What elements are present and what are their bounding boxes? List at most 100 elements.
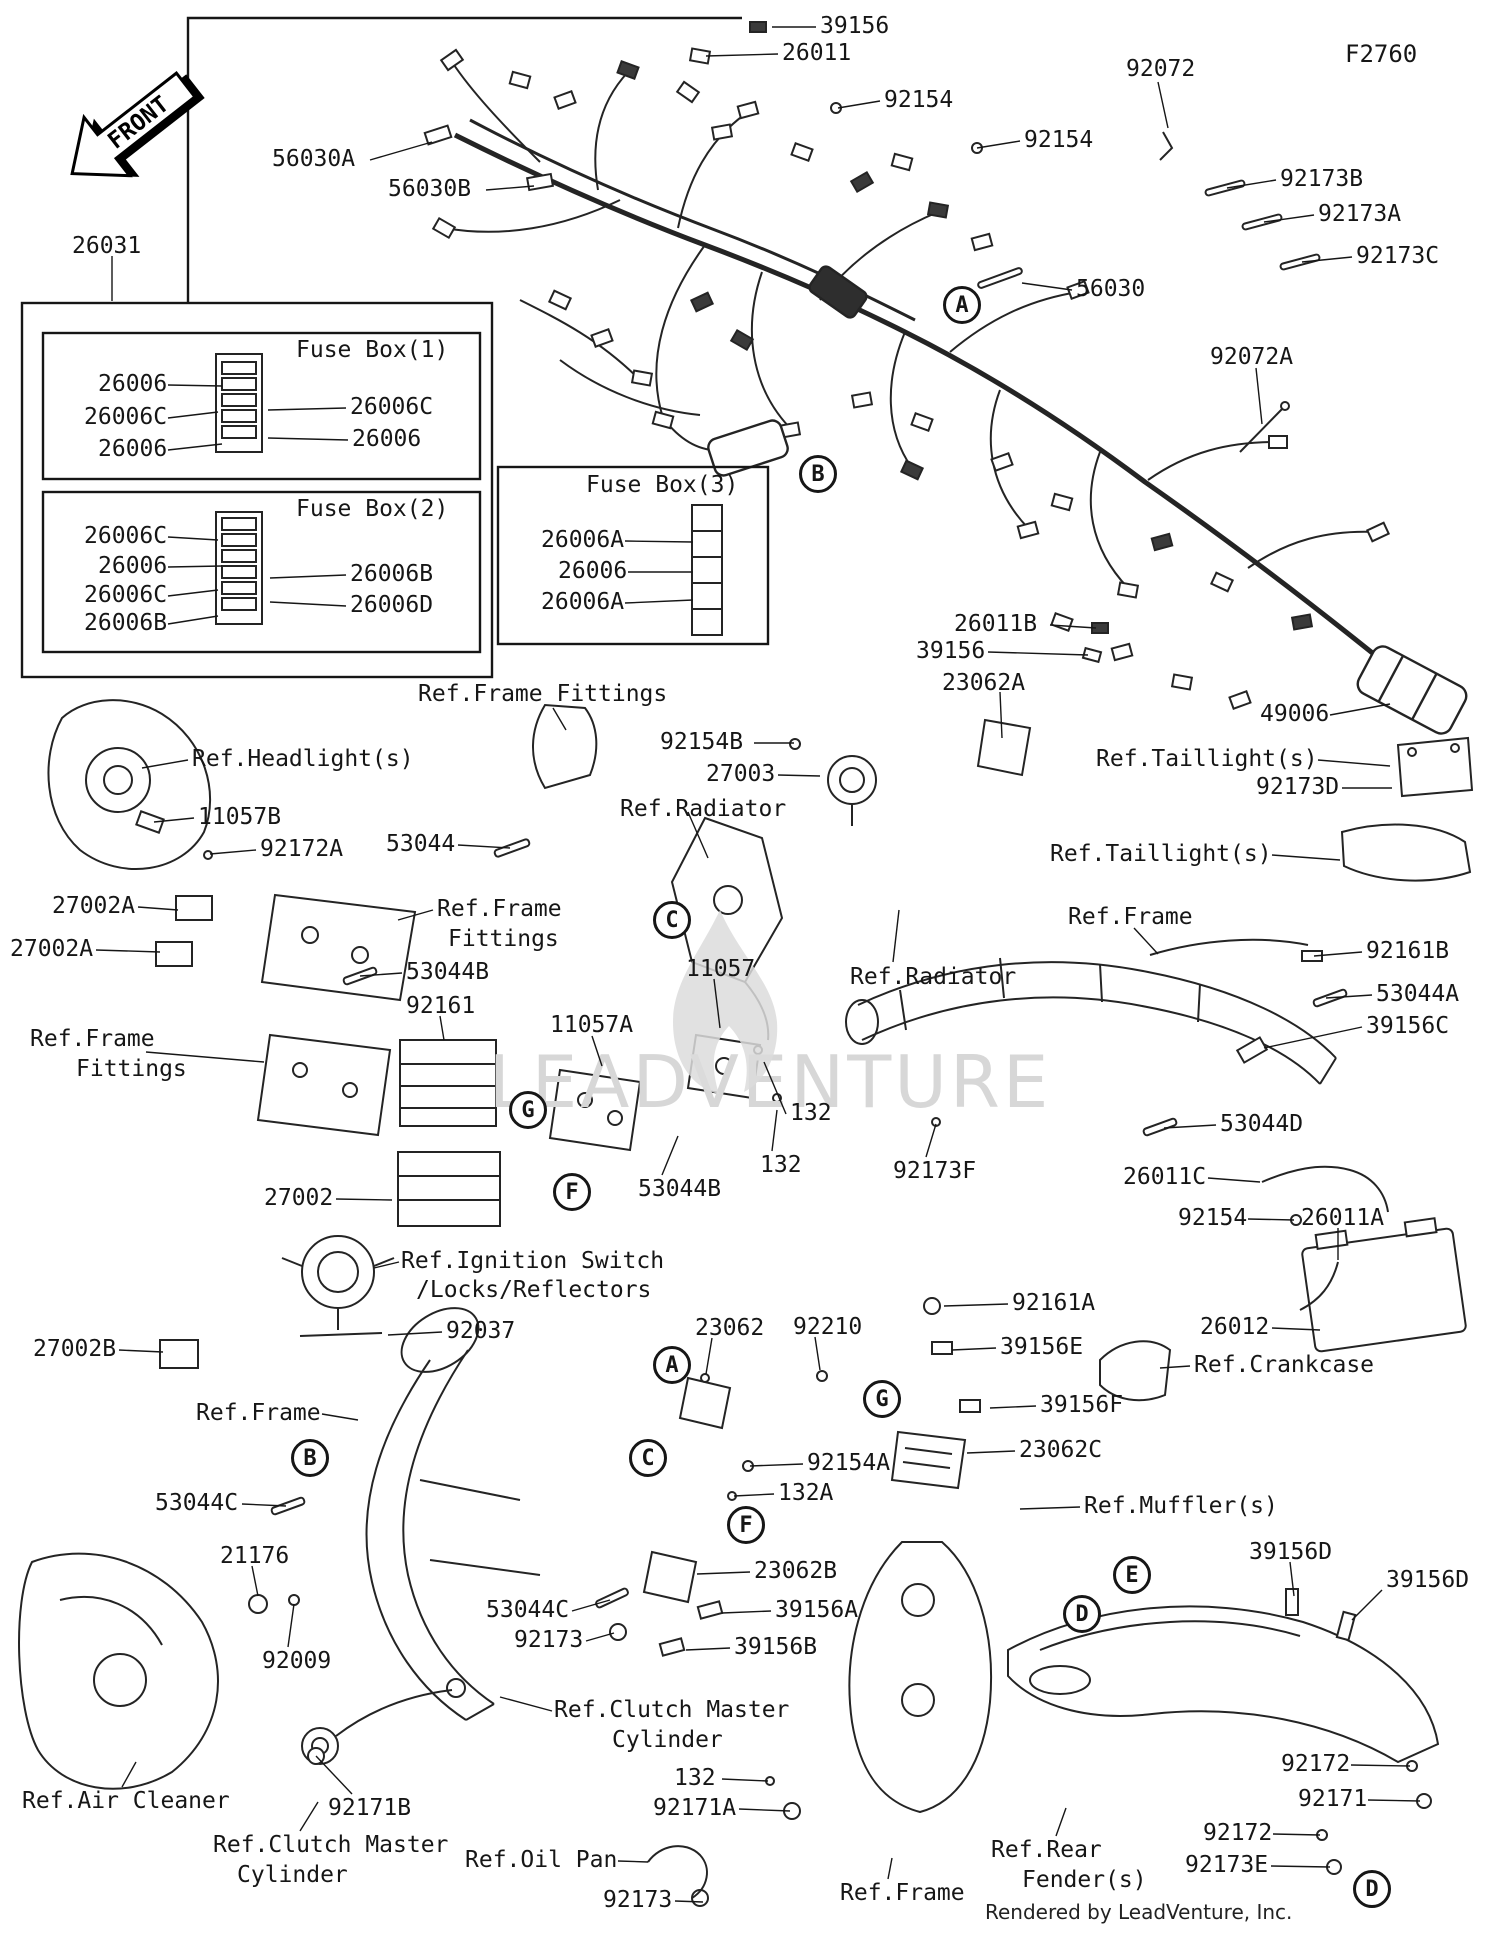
leader-line [397, 909, 434, 921]
leader-line [1313, 951, 1363, 957]
part-label: 26006 [98, 553, 168, 579]
part-label: 56030A [272, 146, 356, 172]
leader-line [713, 978, 721, 1029]
part-label: 27002B [33, 1336, 117, 1362]
part-label: 39156E [1000, 1334, 1084, 1360]
leader-line [209, 849, 257, 855]
callout-A: A [943, 286, 981, 324]
part-label: 26006B [84, 610, 168, 636]
ref-label: Ref.Clutch Master [554, 1697, 790, 1723]
part-label: 26012 [1200, 1314, 1270, 1340]
leader-line [705, 53, 779, 57]
part-label: 26006B [350, 561, 434, 587]
leader-line [571, 1599, 611, 1612]
part-label: 92037 [446, 1318, 516, 1344]
leader-line [321, 1413, 359, 1421]
leader-line [1263, 1026, 1363, 1049]
part-label: 23062C [1019, 1437, 1103, 1463]
part-label: 92173B [1280, 166, 1364, 192]
ref-label: Cylinder [612, 1727, 723, 1753]
part-label: 21176 [220, 1543, 290, 1569]
ref-label: Ref.Headlight(s) [192, 746, 414, 772]
leader-line [552, 707, 567, 731]
part-label: 27002A [10, 936, 94, 962]
fusebox-2-box [41, 490, 482, 654]
part-label: 27003 [706, 761, 776, 787]
part-label: 26006C [84, 523, 168, 549]
leader-line [1021, 282, 1073, 291]
ref-label: Ref.Taillight(s) [1096, 746, 1318, 772]
ref-label: Ref.Frame [30, 1026, 155, 1052]
leader-line [299, 1801, 319, 1832]
leader-line [269, 574, 347, 579]
leader-line [1270, 1865, 1331, 1868]
leader-line [167, 443, 223, 451]
part-label: 53044B [638, 1176, 722, 1202]
ref-label: Ref.Oil Pan [465, 1847, 618, 1873]
leader-line [777, 774, 821, 777]
leader-line [1367, 1799, 1421, 1802]
leader-line [1049, 624, 1097, 629]
leader-line [1226, 179, 1277, 189]
leader-line [241, 1503, 287, 1507]
part-label: 92173 [603, 1887, 673, 1913]
ref-label: Fittings [76, 1056, 187, 1082]
part-label: 92173A [1318, 201, 1402, 227]
part-label: 26006C [84, 404, 168, 430]
callout-G: G [509, 1091, 547, 1129]
fusebox-outer-box [20, 301, 494, 679]
component-sketches [18, 353, 1474, 1907]
part-label: 26006 [352, 426, 422, 452]
part-label: 39156C [1366, 1013, 1450, 1039]
leader-line [121, 1761, 137, 1788]
leader-line [335, 1198, 393, 1201]
ref-label: Ref.Frame Fittings [418, 681, 668, 707]
ref-label: /Locks/Reflectors [416, 1277, 652, 1303]
leader-line [951, 1347, 997, 1351]
leader-line [457, 844, 511, 849]
callout-C: C [629, 1439, 667, 1477]
leader-line [141, 759, 189, 769]
leader-line [591, 1035, 603, 1067]
leader-line [167, 589, 219, 597]
leader-line [167, 565, 223, 568]
part-label: 92172A [260, 836, 344, 862]
fusebox-title: Fuse Box(3) [586, 472, 739, 498]
leader-line [687, 811, 709, 859]
part-label: 92172 [1203, 1820, 1273, 1846]
harness-connectors [431, 21, 1391, 710]
part-label: 92161A [1012, 1290, 1096, 1316]
leader-line [387, 1331, 443, 1336]
part-label: 92072 [1126, 56, 1196, 82]
fusebox-1-box [41, 331, 482, 481]
part-label: 49006 [1260, 701, 1330, 727]
part-label: 92173D [1256, 774, 1340, 800]
callout-E: E [1113, 1556, 1151, 1594]
leader-line [624, 540, 694, 543]
leader-line [1289, 1561, 1295, 1597]
callout-F: F [553, 1173, 591, 1211]
part-label: 39156A [775, 1597, 859, 1623]
leader-line [1019, 1506, 1081, 1510]
part-label: 56030 [1076, 276, 1146, 302]
part-label: 92154 [884, 87, 954, 113]
leader-line [369, 141, 433, 161]
part-label: 27002A [52, 893, 136, 919]
leader-line [137, 906, 179, 911]
leader-line [499, 1696, 553, 1712]
part-label: 26006 [558, 558, 628, 584]
leader-line [721, 1610, 772, 1614]
fusebox-title: Fuse Box(1) [296, 337, 449, 363]
ref-label: Ref.Radiator [620, 796, 787, 822]
fusebox-title: Fuse Box(2) [296, 496, 449, 522]
leader-line [696, 1571, 751, 1575]
part-label: 26011B [954, 611, 1038, 637]
leader-line [685, 1647, 731, 1651]
part-label: 92161 [406, 993, 476, 1019]
ref-label: Ref.Ignition Switch [401, 1248, 665, 1274]
part-label: 39156D [1249, 1539, 1333, 1565]
part-label: 26006C [350, 394, 434, 420]
ref-label: Fender(s) [1022, 1867, 1147, 1893]
